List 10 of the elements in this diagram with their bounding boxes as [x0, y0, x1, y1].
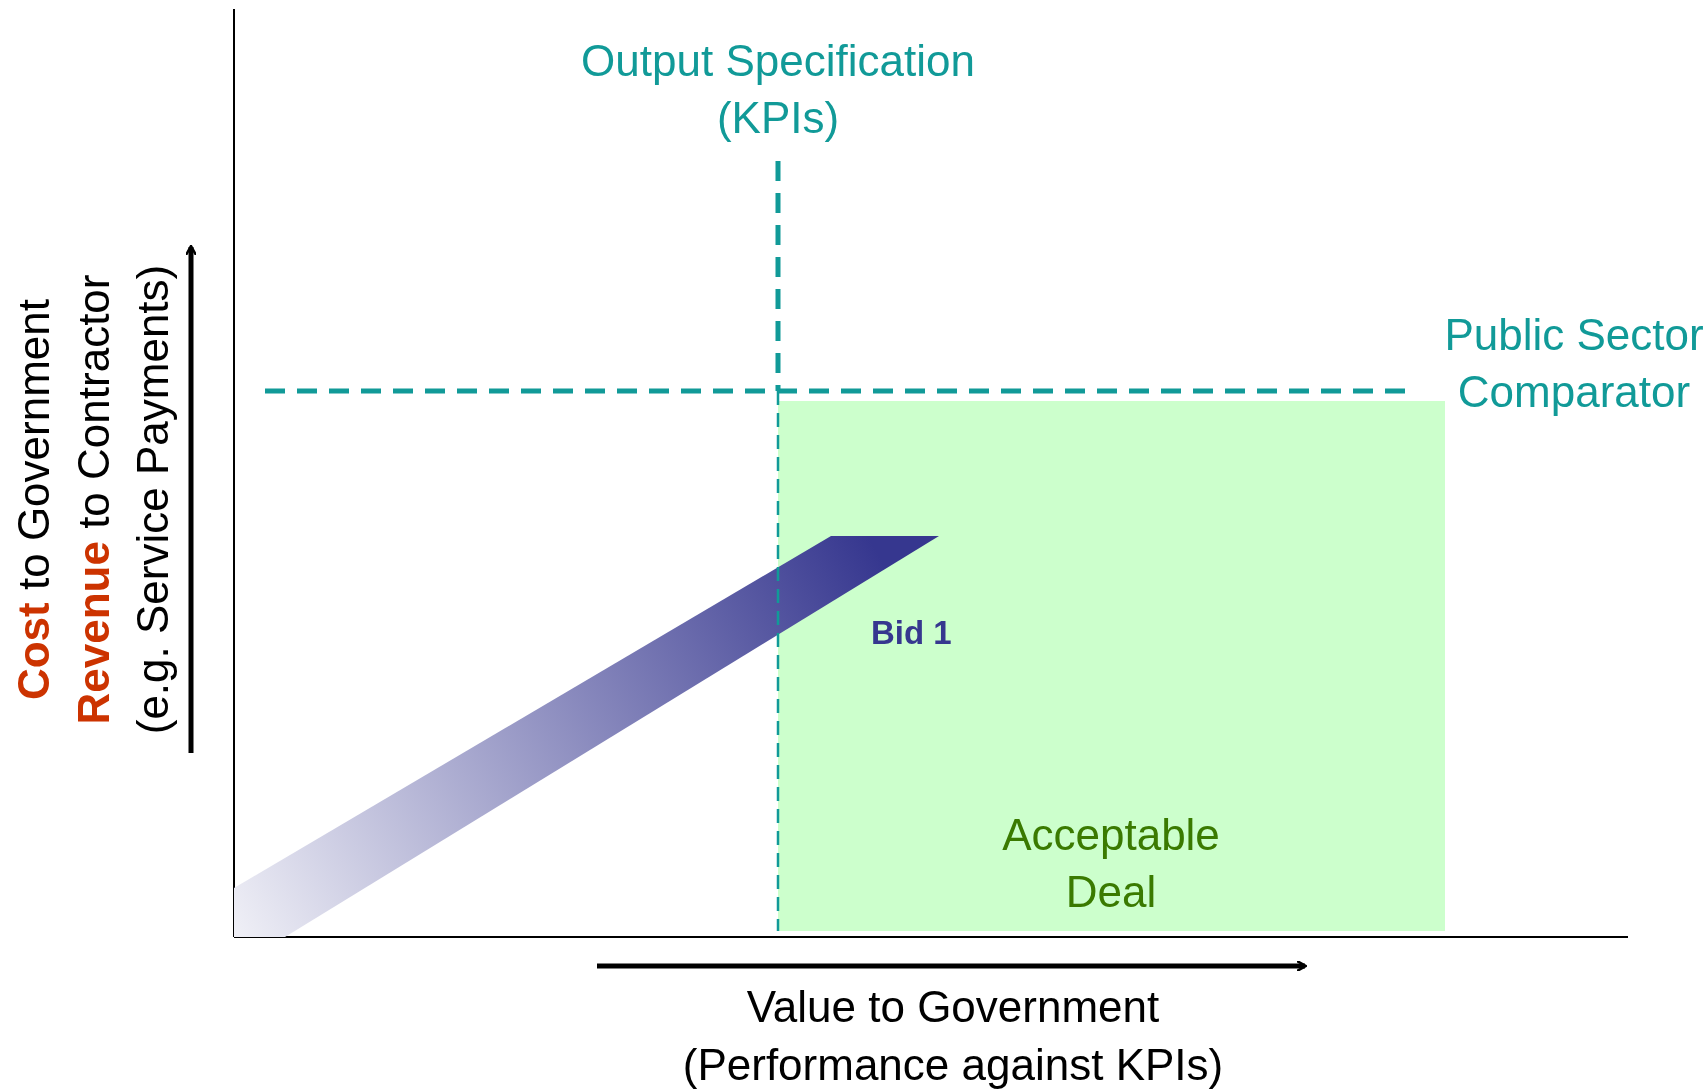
axis-title: (Performance against KPIs)	[681, 1039, 1225, 1091]
axis-title: Revenue to Contractor	[67, 273, 119, 727]
region-label: Acceptable Deal	[1001, 809, 1221, 918]
threshold-label: Public Sector Comparator	[1443, 309, 1705, 418]
threshold-label: Output Specification (KPIs)	[580, 35, 976, 144]
bid-label: Bid 1	[871, 614, 952, 652]
axis-title: (e.g. Service Payments)	[126, 263, 178, 737]
axis-title: Cost to Government	[7, 298, 59, 703]
acceptable-region	[778, 401, 1445, 931]
axis-title: Value to Government	[745, 981, 1161, 1033]
